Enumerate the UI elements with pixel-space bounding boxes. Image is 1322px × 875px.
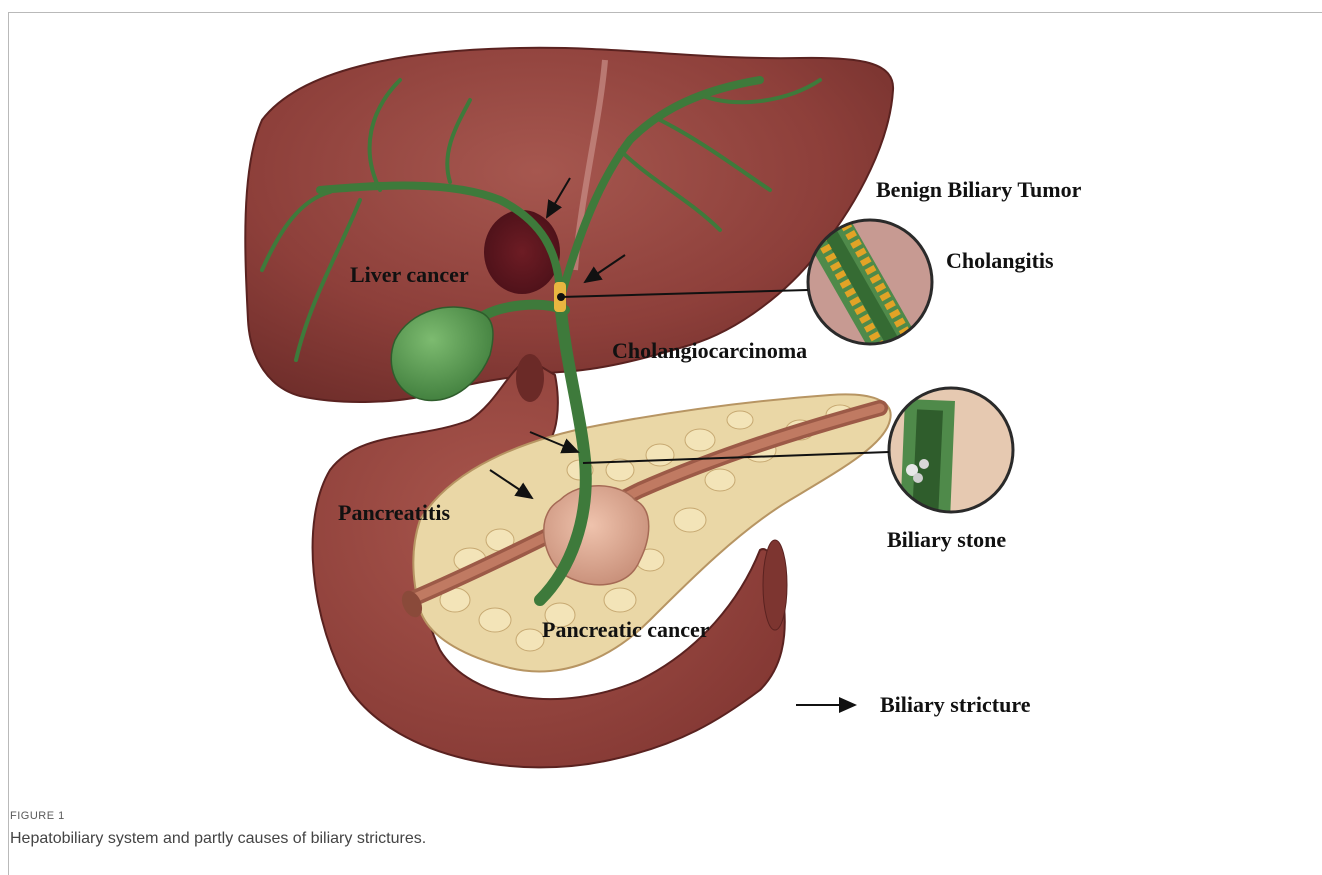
duodenum-opening-end	[763, 540, 787, 630]
legend-biliary-stricture: Biliary stricture	[880, 692, 1031, 717]
label-cholangitis: Cholangitis	[946, 248, 1054, 273]
figure-caption: Hepatobiliary system and partly causes o…	[10, 830, 426, 848]
label-liver-cancer: Liver cancer	[350, 262, 469, 287]
label-pancreatitis: Pancreatitis	[338, 500, 450, 525]
biliary-stone-magnified	[885, 385, 1020, 520]
label-cholangiocarcinoma: Cholangiocarcinoma	[612, 338, 807, 363]
duodenum-opening-top	[516, 354, 544, 402]
figure-number: FIGURE 1	[10, 810, 65, 822]
label-biliary-stone: Biliary stone	[887, 527, 1006, 552]
label-pancreatic-cancer: Pancreatic cancer	[542, 617, 710, 642]
label-benign-biliary-tumor: Benign Biliary Tumor	[876, 177, 1082, 202]
